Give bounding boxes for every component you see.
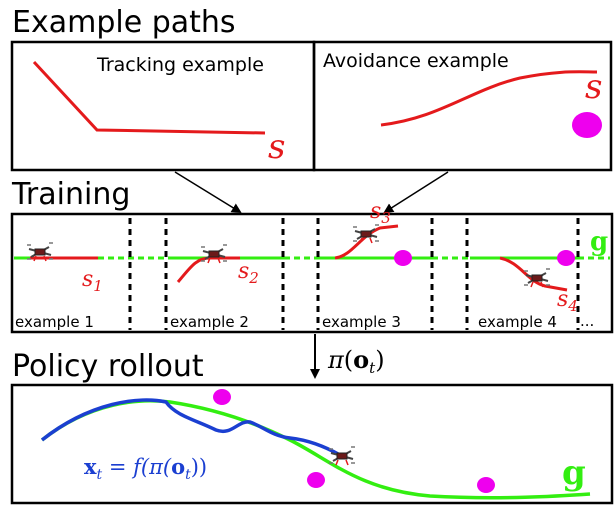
example-3-quadrotor-icon (352, 224, 380, 244)
rollout-goal-symbol: g (562, 453, 586, 493)
heading-example-paths: Example paths (12, 5, 236, 40)
arrow-avoidance-to-training (383, 171, 449, 214)
example-1-label: example 1 (15, 313, 94, 331)
policy-label: π(ot) (327, 345, 385, 377)
rollout-obstacle-1 (213, 389, 231, 405)
avoidance-path-symbol: s (585, 67, 602, 107)
example-2-quadrotor-icon (200, 244, 228, 264)
avoidance-example-label: Avoidance example (323, 50, 509, 72)
training-box (10, 212, 614, 334)
example-3-path-label: s3 (370, 199, 391, 227)
tracking-path-symbol: s (268, 127, 285, 167)
example-4-path-label: s4 (557, 287, 578, 315)
rollout-obstacle-2 (307, 472, 325, 488)
heading-training: Training (11, 177, 130, 212)
rollout-equation: xt = f(π(ot)) (84, 454, 207, 483)
rollout-obstacle-3 (477, 477, 495, 493)
example-3-path (334, 224, 399, 260)
tracking-path (32, 60, 266, 135)
rollout-quadrotor-icon (328, 446, 356, 466)
example-3-obstacle (394, 250, 412, 266)
training-ellipsis: ... (580, 312, 594, 330)
training-goal-symbol: g (590, 227, 608, 257)
example-4-obstacle (557, 250, 575, 266)
avoidance-obstacle (572, 112, 602, 138)
rollout-trajectory (40, 398, 341, 457)
avoidance-path (380, 70, 598, 127)
example-4-label: example 4 (478, 313, 557, 331)
example-2-path-label: s2 (238, 259, 259, 287)
example-3-label: example 3 (322, 313, 401, 331)
example-1-path-label: s1 (82, 267, 103, 295)
arrow-tracking-to-training (174, 171, 242, 214)
example-2-label: example 2 (170, 313, 249, 331)
heading-policy-rollout: Policy rollout (12, 349, 204, 384)
tracking-example-label: Tracking example (96, 54, 264, 76)
rollout-box (10, 383, 614, 505)
avoidance-example-box (312, 40, 613, 172)
example-4-path (499, 256, 568, 292)
